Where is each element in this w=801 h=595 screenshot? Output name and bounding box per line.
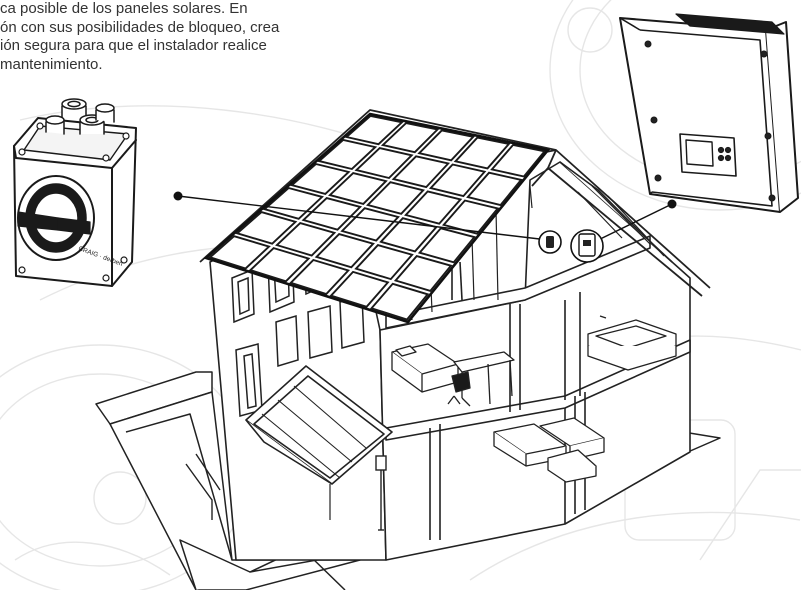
- solar-panel: [235, 211, 298, 245]
- intro-line: ión segura para que el instalador realic…: [0, 37, 267, 54]
- solar-panel: [393, 255, 453, 292]
- knob-icon: [17, 175, 95, 261]
- solar-panel: [208, 235, 271, 270]
- intro-line: mantenimiento.: [0, 55, 103, 73]
- solar-panel: [329, 270, 390, 308]
- wall-switch-on-house: [375, 455, 387, 531]
- solar-panel: [275, 222, 337, 257]
- solar-panel: [404, 190, 463, 225]
- solar-panel: [354, 244, 414, 281]
- solar-panel: [417, 129, 476, 162]
- inverter-display: [679, 133, 737, 177]
- attic-structure: [409, 185, 665, 321]
- solar-panel: [354, 147, 414, 180]
- roof-outline: [199, 109, 711, 297]
- solar-panel: [466, 171, 523, 207]
- intro-line: ca posible de los paneles solares. En: [0, 0, 248, 17]
- panel-cells: [208, 114, 547, 321]
- door-canopy: [245, 365, 393, 520]
- solar-panel: [453, 136, 511, 170]
- solar-panel: [490, 143, 547, 178]
- bathtub: [587, 315, 677, 371]
- switch-box-icon: CRAIG · derben: [13, 98, 137, 287]
- callout-lines: [177, 195, 673, 245]
- right-callout-line: [589, 203, 673, 245]
- solar-panel: [417, 227, 476, 264]
- solar-panel: [391, 155, 451, 189]
- right-callout-dot: [667, 199, 677, 209]
- left-callout-line: [177, 195, 549, 241]
- intro-line: ón con sus posibilidades de bloqueo, cre…: [0, 18, 280, 36]
- solar-panel: [328, 172, 388, 205]
- solar-panel-array: [203, 112, 551, 324]
- solar-panel: [248, 247, 311, 283]
- solar-panel: [262, 186, 325, 220]
- house-highlight-inverter: [570, 229, 604, 263]
- cable-gland-icons: [45, 98, 115, 135]
- solar-panel: [380, 122, 440, 154]
- solar-panel: [289, 162, 351, 195]
- solar-panel: [289, 258, 351, 296]
- solar-panel: [365, 181, 426, 215]
- solar-panel: [379, 217, 439, 253]
- sofa: [493, 417, 605, 483]
- solar-panel: [340, 207, 400, 242]
- intro-paragraph: ca posible de los paneles solares. En ón…: [0, 0, 380, 74]
- solar-panel: [428, 163, 487, 198]
- solar-panel: [317, 138, 378, 171]
- ground-drain: [185, 453, 221, 520]
- house-highlight-switch: [538, 230, 562, 254]
- solar-panel: [369, 282, 430, 321]
- solar-panel: [344, 114, 404, 146]
- solar-panel: [441, 199, 500, 235]
- solar-panel: [314, 233, 375, 269]
- bedroom-furniture: [391, 343, 515, 407]
- left-callout-dot: [173, 191, 183, 201]
- display-icon: [685, 139, 714, 167]
- inverter-icon: [619, 13, 799, 213]
